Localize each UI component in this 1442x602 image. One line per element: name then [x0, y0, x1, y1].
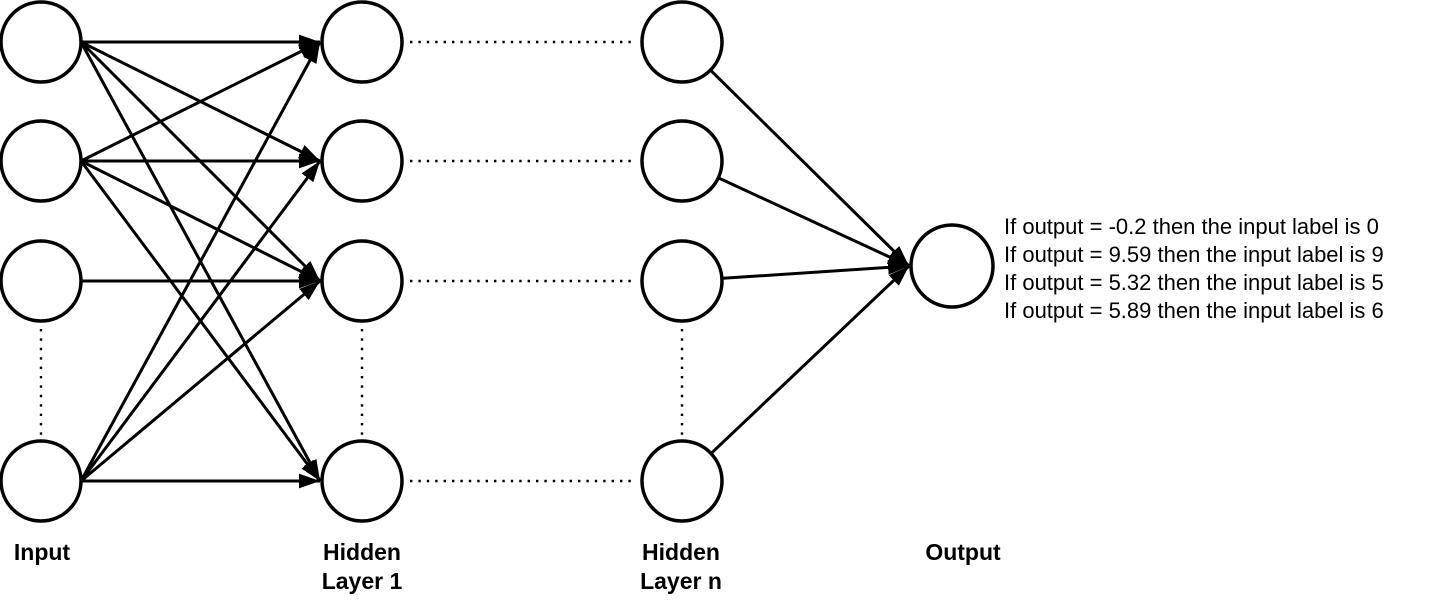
hiddenN-node-3	[640, 239, 724, 323]
hidden1-node-2	[320, 119, 404, 203]
annotation-line-2: If output = 9.59 then the input label is…	[1004, 242, 1384, 267]
output-node-1	[909, 223, 995, 309]
label-hiddenN-line1: Hidden	[642, 539, 720, 565]
annotation-line-1: If output = -0.2 then the input label is…	[1004, 214, 1379, 239]
output-mapping-annotation: If output = -0.2 then the input label is…	[1004, 213, 1384, 325]
label-input-line: Input	[13, 539, 71, 565]
edge-input2-hidden3	[80, 159, 321, 283]
label-hidden1-line2: Layer 1	[321, 568, 403, 594]
edge-hiddenN2-output	[718, 176, 910, 268]
edge-input4-hidden2	[79, 160, 322, 482]
edge-input2-hidden1	[80, 40, 321, 163]
hidden1-node-3	[320, 239, 404, 323]
input-node-2	[0, 119, 83, 203]
edge-input4-hidden3	[80, 279, 321, 483]
label-output-line: Output	[925, 539, 1001, 565]
annotation-line-3: If output = 5.32 then the input label is…	[1004, 270, 1384, 295]
hiddenN-node-2	[640, 119, 724, 203]
edge-hiddenN1-output	[710, 69, 911, 268]
input-node-1	[0, 0, 83, 84]
hidden1-node-4	[320, 439, 404, 523]
hidden1-node-1	[320, 0, 404, 84]
edge-input4-hidden1	[79, 41, 322, 482]
edge-hiddenN3-output	[722, 260, 910, 280]
label-input-layer: Input	[14, 538, 70, 567]
edge-hiddenN4-output	[710, 264, 911, 454]
hiddenN-node-1	[640, 0, 724, 84]
label-hidden-layer-1: Hidden Layer 1	[322, 538, 403, 596]
label-hiddenN-line2: Layer n	[640, 568, 722, 594]
hiddenN-node-4	[640, 439, 724, 523]
annotation-line-4: If output = 5.89 then the input label is…	[1004, 298, 1384, 323]
input-node-4	[0, 439, 83, 523]
input-node-3	[0, 239, 83, 323]
label-hidden1-line1: Hidden	[323, 539, 401, 565]
label-output-layer: Output	[925, 538, 1000, 567]
label-hidden-layer-n: Hidden Layer n	[640, 538, 722, 596]
